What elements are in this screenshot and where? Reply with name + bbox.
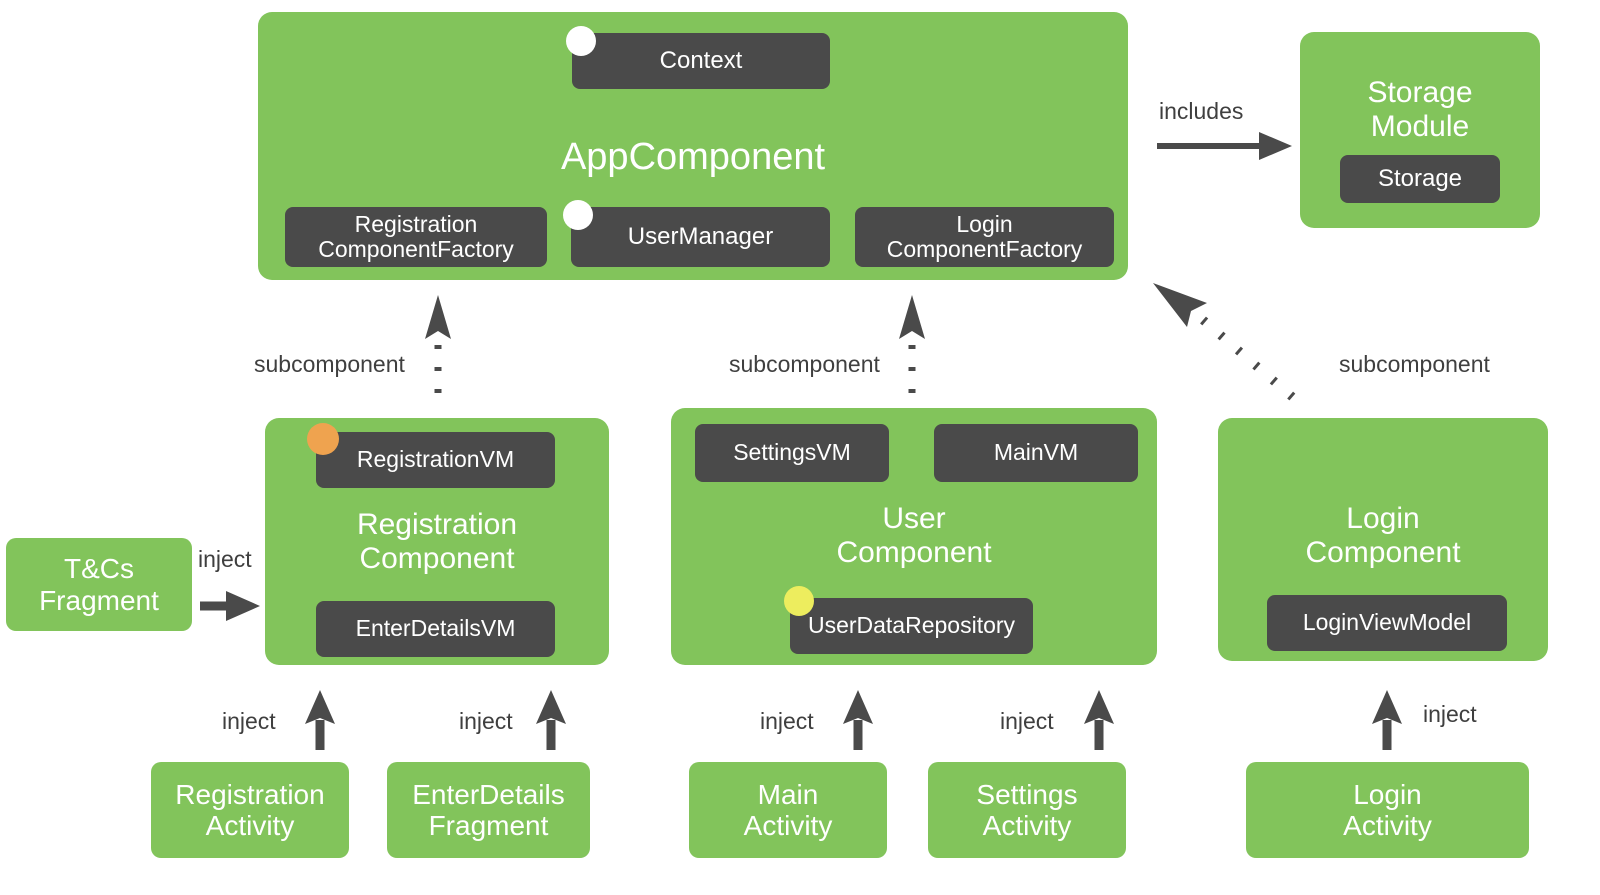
subcomponent-arrow-user [899, 295, 925, 398]
inject-arrow-settings-activity [1084, 690, 1114, 750]
subcomponent-arrow-registration [425, 295, 451, 398]
scope-dot-singleton-usermanager [563, 200, 593, 230]
binding-user-manager[interactable]: UserManager [571, 207, 830, 267]
client-login-activity[interactable]: Login Activity [1246, 762, 1529, 858]
edge-label-subcomponent-user: subcomponent [729, 351, 880, 377]
inject-arrow-enter-details-fragment [536, 690, 566, 750]
subcomponent-arrow-login [1153, 283, 1300, 405]
inject-arrow-registration-activity [305, 690, 335, 750]
edge-label-inject-enter-details-fragment: inject [459, 708, 513, 734]
registration-component-title: Registration Component [356, 508, 518, 575]
binding-storage[interactable]: Storage [1340, 155, 1500, 203]
edge-label-inject-settings-activity: inject [1000, 708, 1054, 734]
client-registration-activity[interactable]: Registration Activity [151, 762, 349, 858]
binding-registration-component-factory[interactable]: Registration ComponentFactory [285, 207, 547, 267]
edge-label-subcomponent-login: subcomponent [1339, 351, 1490, 377]
scope-dot-user-scope [784, 586, 814, 616]
edge-label-includes: includes [1159, 98, 1244, 124]
binding-settings-vm[interactable]: SettingsVM [695, 424, 889, 482]
inject-arrow-main-activity [843, 690, 873, 750]
binding-login-component-factory[interactable]: Login ComponentFactory [855, 207, 1114, 267]
client-settings-activity[interactable]: Settings Activity [928, 762, 1126, 858]
edge-label-inject-main-activity: inject [760, 708, 814, 734]
inject-arrow-login-activity [1372, 690, 1402, 750]
storage-module-title: Storage Module [1367, 76, 1473, 143]
storage-module-node[interactable]: Storage Module [1300, 32, 1540, 228]
edge-label-inject-registration-activity: inject [222, 708, 276, 734]
client-main-activity[interactable]: Main Activity [689, 762, 887, 858]
client-tcs-fragment[interactable]: T&Cs Fragment [6, 538, 192, 631]
app-component-title: AppComponent [560, 136, 826, 178]
binding-registration-vm[interactable]: RegistrationVM [316, 432, 555, 488]
client-enter-details-fragment[interactable]: EnterDetails Fragment [387, 762, 590, 858]
binding-login-view-model[interactable]: LoginViewModel [1267, 595, 1507, 651]
binding-enter-details-vm[interactable]: EnterDetailsVM [316, 601, 555, 657]
login-component-title: Login Component [1305, 502, 1461, 569]
inject-arrow-tcs [200, 591, 260, 621]
edge-label-subcomponent-registration: subcomponent [254, 351, 405, 377]
binding-context[interactable]: Context [572, 33, 830, 89]
includes-arrow [1157, 132, 1292, 160]
user-component-title: User Component [836, 502, 992, 569]
scope-dot-singleton-context [566, 26, 596, 56]
scope-dot-registration-scope [307, 423, 339, 455]
edge-label-inject-login-activity: inject [1423, 701, 1477, 727]
binding-main-vm[interactable]: MainVM [934, 424, 1138, 482]
edge-label-inject-tcs: inject [198, 546, 252, 572]
binding-user-data-repository[interactable]: UserDataRepository [790, 598, 1033, 654]
